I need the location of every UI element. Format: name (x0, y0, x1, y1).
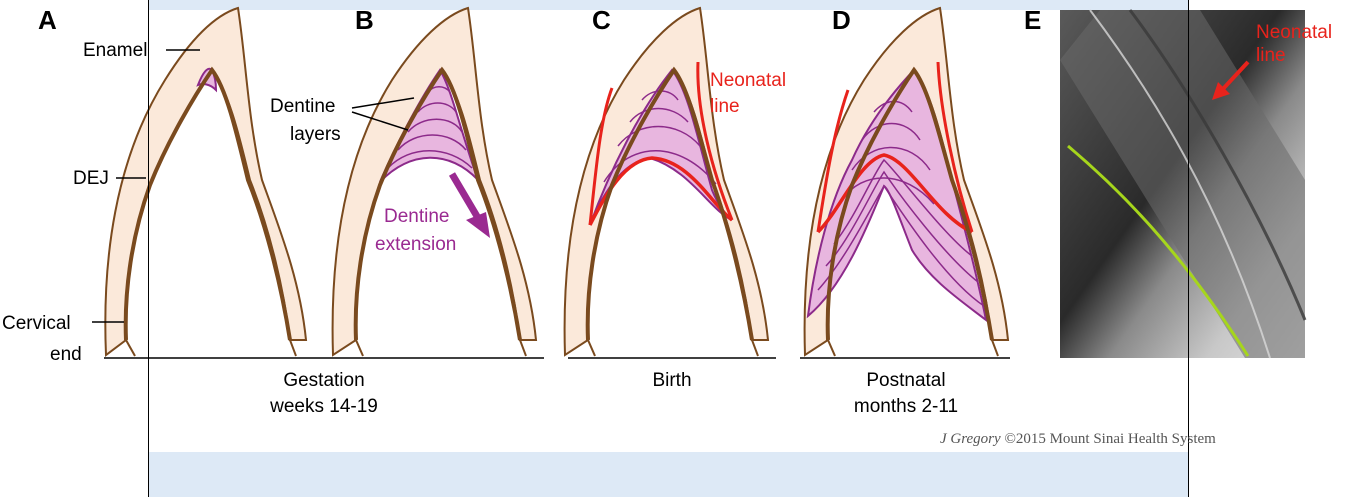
panel-label-a: A (38, 10, 57, 31)
frame-left-line (148, 0, 149, 497)
tooth-c (565, 8, 768, 356)
cervical-label: Cervical (2, 313, 71, 334)
credit-rest: ©2015 Mount Sinai Health System (1001, 431, 1216, 447)
postnatal-label-1: Postnatal (826, 370, 986, 391)
panel-label-d: D (832, 10, 851, 31)
end-label: end (50, 344, 82, 365)
tooth-b-enamel (333, 8, 536, 355)
neonatal-line-e-label-2: line (1256, 45, 1286, 66)
postnatal-label-2: months 2-11 (826, 396, 986, 417)
neonatal-line-label-2: line (710, 96, 740, 117)
dentine-extension-label-2: extension (375, 234, 456, 255)
tooth-d (805, 8, 1008, 356)
panel-label-c: C (592, 10, 611, 31)
gestation-label-1: Gestation (244, 370, 404, 391)
dentine-layers-label-1: Dentine (270, 96, 336, 117)
dentine-layers-label-2: layers (290, 124, 341, 145)
tooth-a-root-tip-left (126, 340, 135, 356)
copyright-credit: J Gregory ©2015 Mount Sinai Health Syste… (940, 431, 1216, 448)
enamel-label: Enamel (83, 40, 147, 61)
birth-label: Birth (622, 370, 722, 391)
tooth-a-root-tip-right (290, 340, 296, 356)
neonatal-line-label-1: Neonatal (710, 70, 786, 91)
dentine-extension-label-1: Dentine (384, 206, 450, 227)
credit-author: J Gregory (940, 431, 1001, 447)
neonatal-line-e-label-1: Neonatal (1256, 22, 1332, 43)
gestation-label-2: weeks 14-19 (244, 396, 404, 417)
dej-label: DEJ (73, 168, 109, 189)
panel-label-e: E (1024, 10, 1041, 31)
panel-label-b: B (355, 10, 374, 31)
frame-right-line (1188, 0, 1189, 497)
tooth-b (333, 8, 536, 356)
